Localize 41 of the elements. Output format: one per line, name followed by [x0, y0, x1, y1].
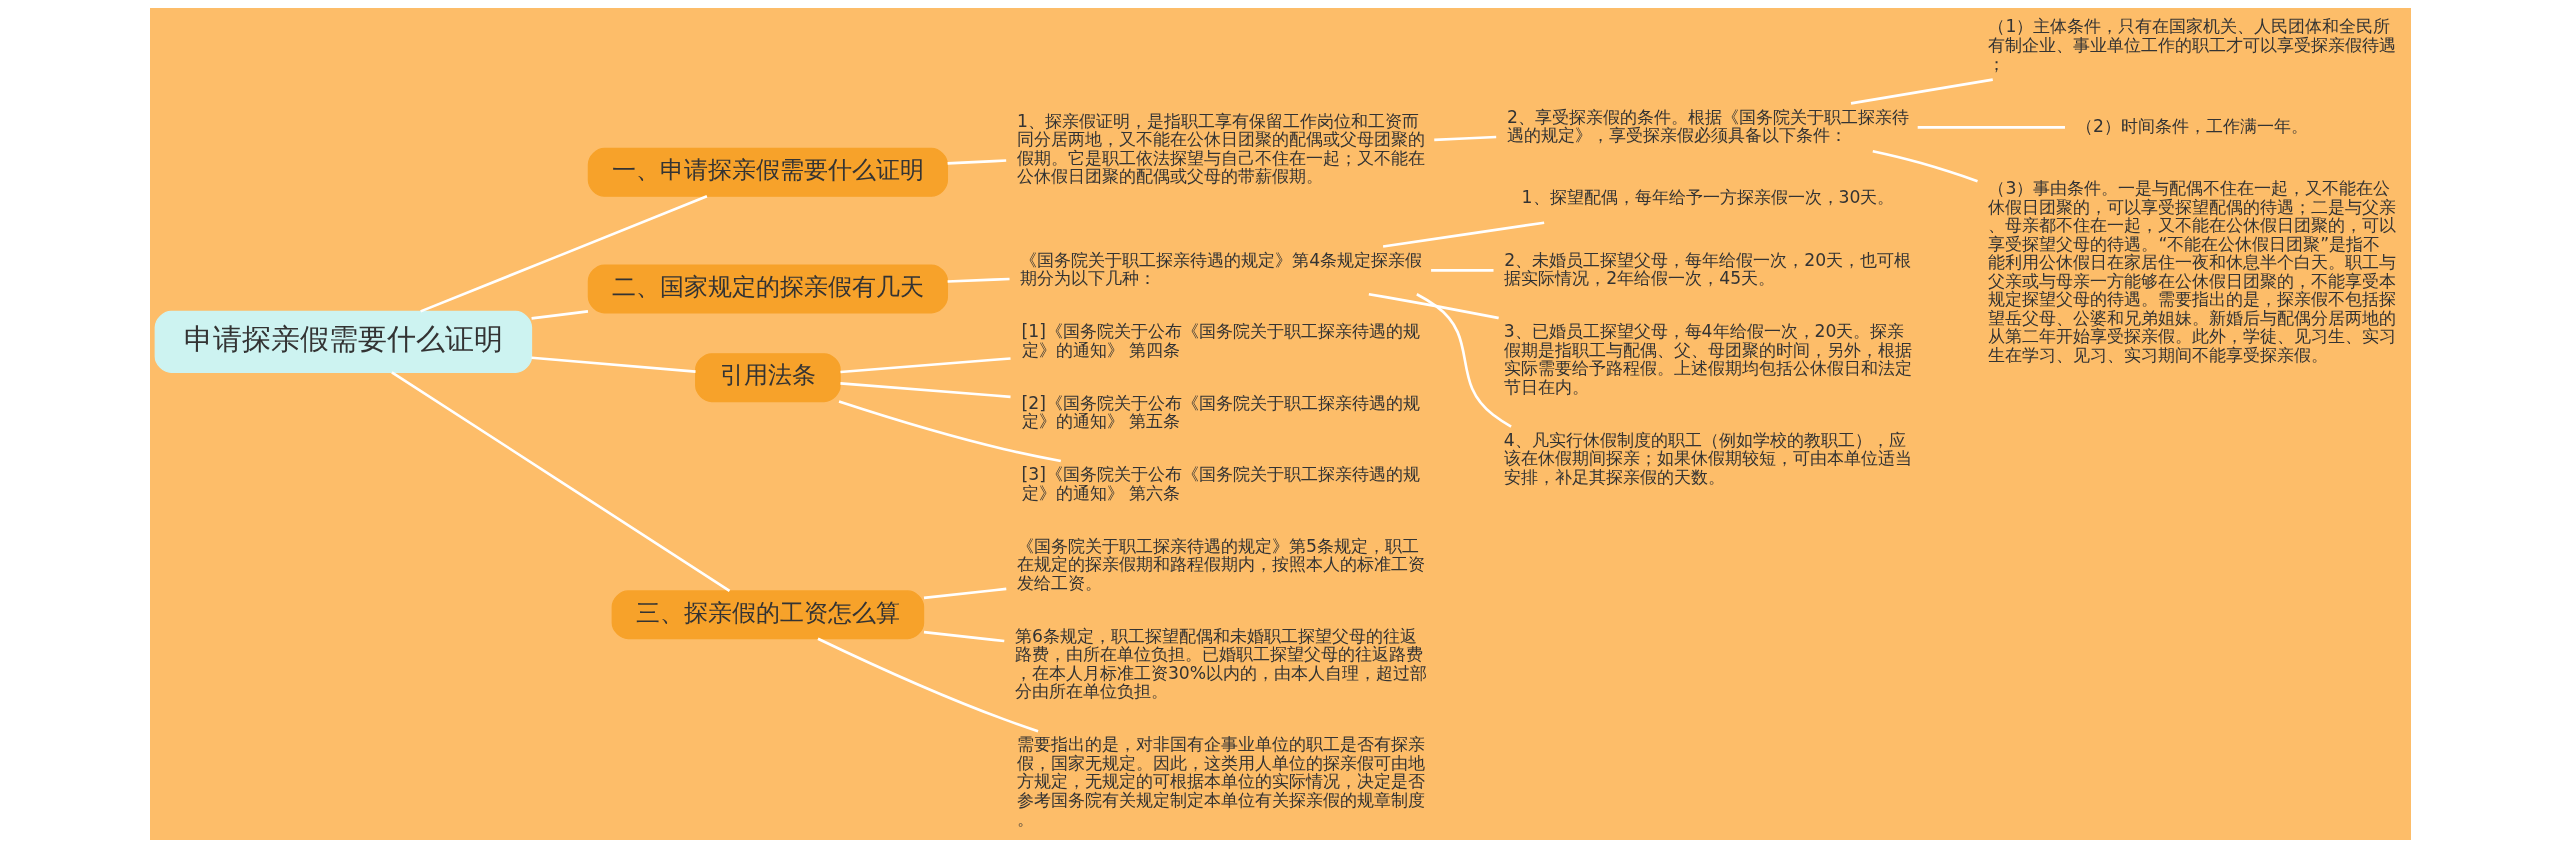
node-box: 三、探亲假的工资怎么算	[611, 590, 924, 640]
connector	[1917, 125, 2065, 129]
node-text: 第6条规定，职工探望配偶和未婚职工探望父母的往返路费，由所在单位负担。已婚职工探望父母的往返路费，在本人月标准工资30%以内的，由本人自理，超过部分由所在单位负担。	[1014, 625, 1427, 702]
node-text: 1、探亲假证明，是指职工享有保留工作岗位和工资而同分居两地，又不能在公休日团聚的配偶或父母团聚的假期。它是职工依法探望与自己不住在一起；又不能在公休假日团聚的配偶或父母的带薪假期。	[1016, 110, 1425, 187]
node-text: 3、已婚员工探望父母，每4年给假一次，20天。探亲假期是指职工与配偶、父、母团聚的时间，另外，根据实际需要给予路程假。上述假期均包括公休假日和法定节日在内。	[1503, 321, 1912, 397]
node-text: [1]《国务院关于公布《国务院关于职工探亲待遇的规定》的通知》 第四条	[1021, 321, 1420, 360]
connector	[816, 637, 1038, 733]
node-box: 一、申请探亲假需要什么证明	[587, 147, 948, 197]
node-text: 《国务院关于职工探亲待遇的规定》第5条规定，职工在规定的探亲假期和路程假期内，按照本人的标准工资发给工资。	[1016, 535, 1425, 593]
connector	[839, 357, 1011, 374]
node-box: 申请探亲假需要什么证明	[154, 310, 532, 373]
node-text: 4、凡实行休假制度的职工（例如学校的教职工），应该在休假期间探亲；如果休假期较短，可由本单位适当安排，补足其探亲假的天数。	[1503, 429, 1912, 487]
connector	[1368, 292, 1499, 320]
connector	[1850, 78, 1993, 105]
connector	[530, 356, 696, 373]
connector	[923, 630, 1004, 643]
node-text: 2、享受探亲假的条件。根据《国务院关于职工探亲待遇的规定》，享受探亲假必须具备以下条件：	[1506, 106, 1909, 146]
connector	[1415, 293, 1512, 428]
connector	[419, 195, 707, 313]
connector	[530, 310, 588, 320]
node-text: （2）时间条件，工作满一年。	[2075, 115, 2308, 136]
connector	[1433, 135, 1496, 142]
node-text: 1、探望配偶，每年给予一方探亲假一次，30天。	[1521, 187, 1894, 208]
connector	[838, 400, 1061, 463]
node-text: 《国务院关于职工探亲待遇的规定》第4条规定探亲假期分为以下几种：	[1019, 249, 1422, 289]
connector	[1872, 149, 1978, 183]
node-box: 二、国家规定的探亲假有几天	[587, 264, 948, 314]
connector	[390, 371, 730, 592]
connector	[947, 159, 1006, 165]
connector	[839, 382, 1011, 399]
node-text: （3）事由条件。一是与配偶不住在一起，又不能在公休假日团聚的，可以享受探望配偶的待遇；二是与父亲、母亲都不住在一起，又不能在公休假日团聚的，可以享受探望父母的待遇。“不能在公休假日团聚”是指不能利用公休假日在家居住一夜和休息半个白天。职工与父亲或与母亲一方能够在公休假日团聚的，不能享受本规定探望父母的待遇。需要指出的是，探亲假不包括探望岳父母、公婆和兄弟姐妹。新婚后与配偶分居两地的从第二年开始享受探亲假。此外，学徒、见习生、实习生在学习、见习、实习期间不能享受探亲假。	[1987, 178, 2396, 365]
connector	[1430, 269, 1494, 272]
node-box: 引用法条	[694, 353, 841, 403]
node-text: （1）主体条件，只有在国家机关、人民团体和全民所有制企业、事业单位工作的职工才可以享受探亲假待遇；	[1987, 16, 2396, 74]
connector	[1382, 221, 1544, 248]
connector	[947, 277, 1010, 283]
node-text: 需要指出的是，对非国有企事业单位的职工是否有探亲假，国家无规定。因此，这类用人单位的探亲假可由地方规定，无规定的可根据本单位的实际情况，决定是否参考国务院有关规定制定本单位有关探亲假的规章制度。	[1016, 734, 1425, 829]
node-text: [3]《国务院关于公布《国务院关于职工探亲待遇的规定》的通知》 第六条	[1021, 464, 1420, 503]
node-text: 2、未婚员工探望父母，每年给假一次，20天，也可根据实际情况，2年给假一次，45天。	[1503, 249, 1911, 289]
connector	[923, 587, 1006, 600]
node-text: [2]《国务院关于公布《国务院关于职工探亲待遇的规定》的通知》 第五条	[1021, 392, 1420, 432]
